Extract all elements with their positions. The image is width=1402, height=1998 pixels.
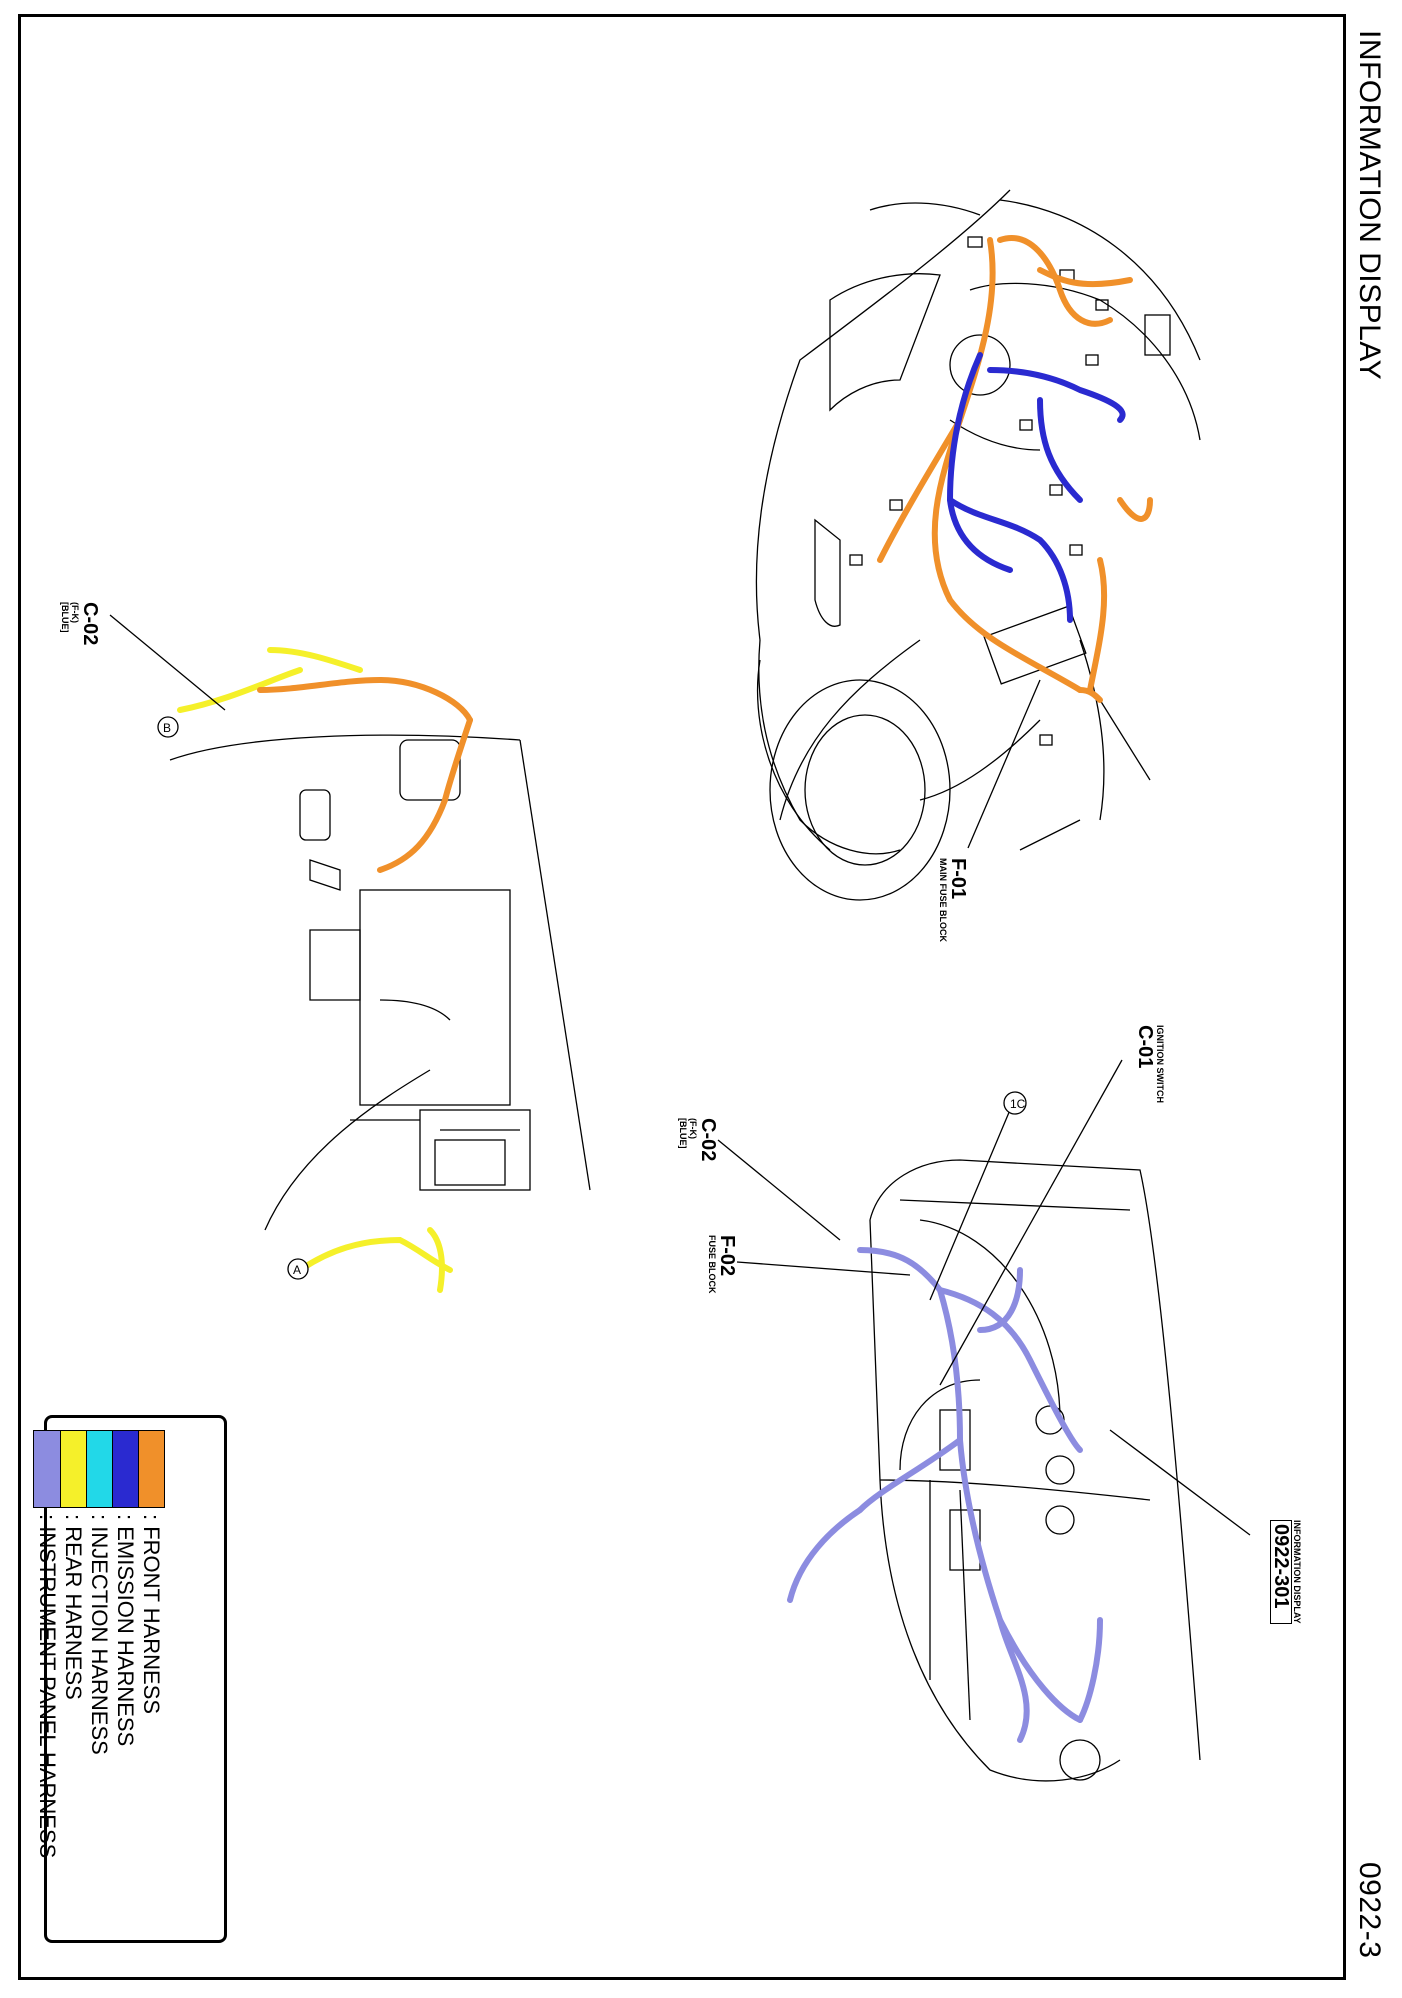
- c01-desc: IGNITION SWITCH: [1155, 1025, 1165, 1103]
- info-display-code: 0922-301: [1270, 1520, 1292, 1624]
- c01-code: C-01: [1134, 1025, 1156, 1069]
- legend-swatch-0: [137, 1430, 165, 1508]
- f02-desc: FUSE BLOCK: [707, 1235, 717, 1294]
- legend-label-2: : INJECTION HARNESS: [87, 1514, 112, 1755]
- instrument-panel-drawing: [869, 1159, 1201, 1782]
- f01-desc: MAIN FUSE BLOCK: [938, 858, 948, 942]
- marker-b-text: B: [163, 721, 171, 735]
- marker-c-text: 1C: [1010, 1097, 1026, 1111]
- legend-swatch-3: [59, 1430, 87, 1508]
- label-c02-left: C-02 (F-K) [BLUE]: [60, 602, 101, 646]
- c02-left-code: C-02: [79, 602, 101, 646]
- legend-swatch-1: [111, 1430, 139, 1508]
- circle-a-icon: [287, 1258, 309, 1280]
- emission-harness: [946, 352, 1126, 623]
- f01-code: F-01: [947, 858, 969, 900]
- legend-label-0: : FRONT HARNESS: [139, 1514, 164, 1715]
- label-f01: F-01 MAIN FUSE BLOCK: [938, 858, 969, 942]
- legend-label-3: : REAR HARNESS: [61, 1514, 86, 1700]
- label-c02-right: C-02 (F-K) [BLUE]: [678, 1118, 719, 1162]
- rear-harness: [177, 647, 453, 1293]
- marker-a-text: A: [293, 1263, 301, 1277]
- instrument-panel-harness: [787, 1247, 1103, 1743]
- f02-code: F-02: [716, 1235, 738, 1277]
- front-harness: [877, 235, 1153, 703]
- c02-left-color: [BLUE]: [60, 602, 70, 633]
- circle-b-icon: [157, 716, 179, 738]
- circle-c-icon: [1003, 1091, 1027, 1115]
- label-f02: F-02 FUSE BLOCK: [707, 1235, 738, 1294]
- harness-legend: : FRONT HARNESS: EMISSION HARNESS: INJEC…: [33, 1415, 227, 1943]
- c02-right-color: [BLUE]: [678, 1118, 688, 1149]
- legend-swatch-2: [85, 1430, 113, 1508]
- steering-area-drawing: [169, 734, 591, 1231]
- c02-right-code: C-02: [697, 1118, 719, 1162]
- page-border: [18, 14, 1346, 1980]
- legend-swatch-4: [33, 1430, 61, 1508]
- legend-label-1: : EMISSION HARNESS: [113, 1514, 138, 1747]
- label-info-display: INFORMATION DISPLAY 0922-301: [1270, 1520, 1302, 1624]
- engine-bay-drawing: [755, 189, 1201, 901]
- front-harness-left: [257, 676, 473, 873]
- leader-lines-left: [109, 614, 226, 711]
- legend-label-4: : INSTRUMENT PANEL HARNESS: [35, 1514, 60, 1859]
- label-c01: IGNITION SWITCH C-01: [1134, 1025, 1165, 1103]
- leader-lines-right: [717, 679, 1251, 1536]
- info-display-desc: INFORMATION DISPLAY: [1292, 1520, 1302, 1624]
